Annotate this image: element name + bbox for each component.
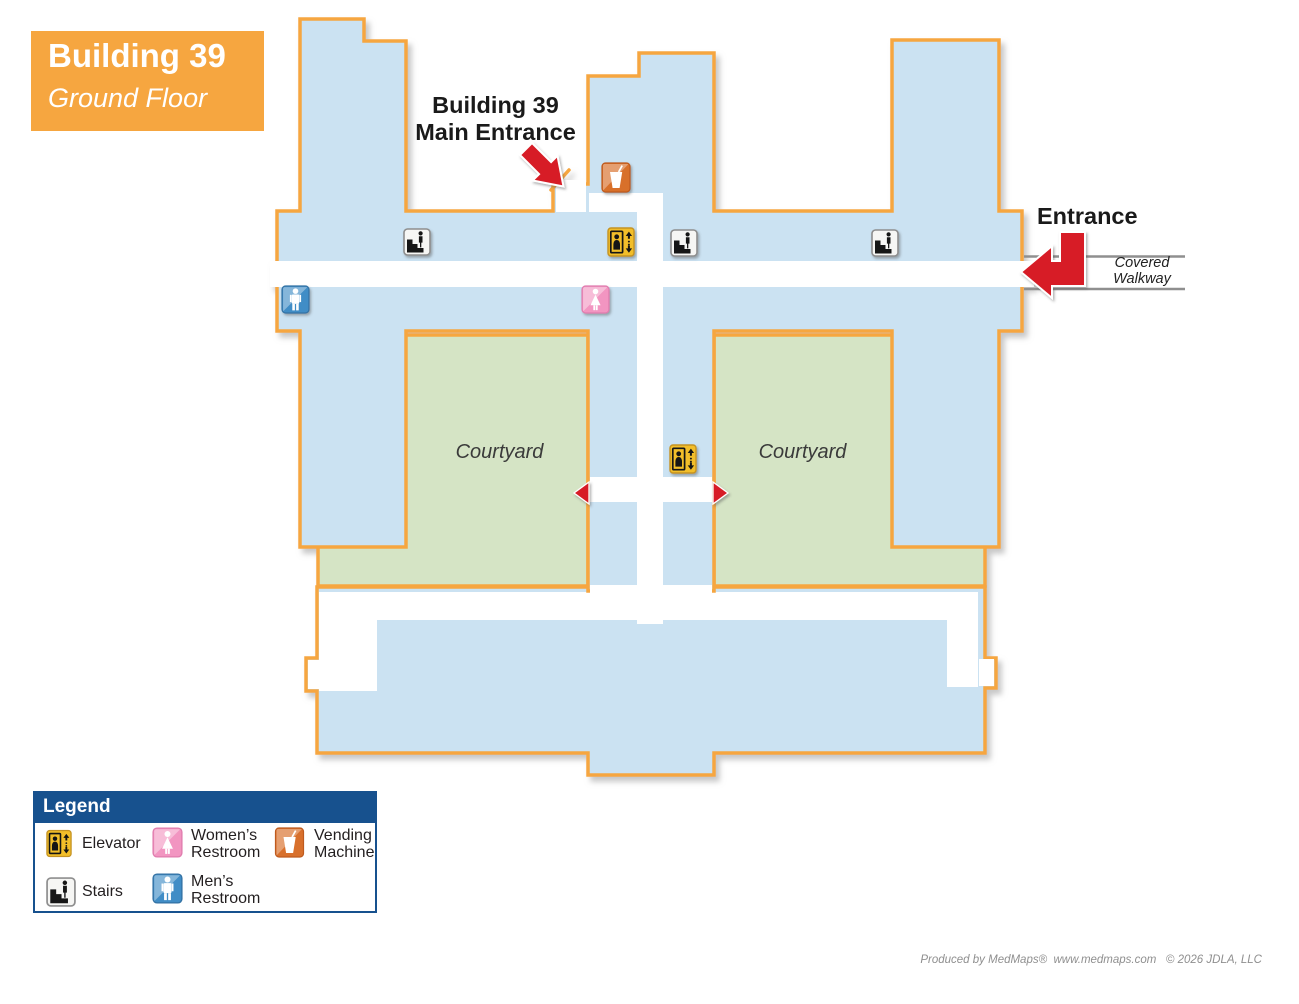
- legend: Legend Elevator Women’s Restroom Vending…: [33, 791, 377, 913]
- south-west-alcove: [308, 660, 319, 689]
- elevator-icon: [607, 227, 635, 257]
- stairs-icon: [46, 877, 76, 907]
- legend-label-elevator: Elevator: [82, 835, 141, 852]
- legend-label-womens-restroom: Women’s Restroom: [191, 827, 261, 861]
- courtyard-west-arrow-icon: [572, 480, 590, 506]
- womens-restroom-icon: [152, 827, 183, 858]
- legend-header: Legend: [34, 792, 375, 823]
- elevator-icon: [669, 444, 697, 474]
- strip-gap-east: [663, 585, 712, 597]
- credit-line: Produced by MedMaps® www.medmaps.com © 2…: [920, 954, 1262, 966]
- main-corridor-horizontal: [270, 261, 1034, 287]
- covered-walkway-label: Covered Walkway: [1096, 255, 1188, 287]
- title-box: Building 39 Ground Floor: [31, 31, 264, 131]
- south-inner-court-east: [947, 592, 978, 687]
- main-entrance-label-line1: Building 39: [432, 92, 559, 118]
- south-east-alcove: [979, 659, 994, 686]
- entrance-label: Entrance: [1037, 203, 1138, 229]
- courtyard-right-label: Courtyard: [758, 441, 847, 463]
- entrance-arrow-icon: [1019, 231, 1086, 301]
- south-inner-court-west: [319, 592, 377, 691]
- legend-label-stairs: Stairs: [82, 883, 123, 900]
- stairs-icon: [871, 229, 899, 257]
- courtyard-cross-corridor: [590, 477, 712, 502]
- vending-machine-icon: [601, 162, 631, 193]
- legend-label-mens-restroom: Men’s Restroom: [191, 873, 261, 907]
- courtyard-left-label: Courtyard: [455, 441, 544, 463]
- direction-arrows: [518, 141, 1086, 506]
- stairs-icon: [670, 229, 698, 257]
- womens-restroom-icon: [581, 285, 610, 314]
- main-entrance-arrow-icon: [518, 141, 565, 188]
- legend-header-text: Legend: [43, 796, 111, 817]
- vending-machine-icon: [274, 827, 305, 858]
- mens-restroom-icon: [152, 873, 183, 904]
- covered-walkway-line1: Covered: [1114, 255, 1170, 271]
- legend-label-vending-machine: Vending Machine: [314, 827, 375, 861]
- mens-restroom-icon: [281, 285, 310, 314]
- main-entrance-label: Building 39 Main Entrance: [408, 92, 583, 145]
- covered-walkway-line2: Walkway: [1113, 270, 1171, 287]
- building-footprint: [270, 17, 1034, 777]
- main-entrance-label-line2: Main Entrance: [415, 118, 576, 145]
- courtyard-east-arrow-icon: [712, 480, 730, 506]
- page-title: Building 39: [48, 37, 226, 74]
- entrance-hall: [589, 193, 640, 212]
- page-subtitle: Ground Floor: [48, 83, 208, 113]
- central-corridor-vertical: [637, 193, 663, 624]
- south-building: [304, 585, 998, 777]
- stairs-icon: [403, 228, 431, 256]
- strip-gap-west: [590, 585, 637, 597]
- elevator-icon: [46, 829, 72, 858]
